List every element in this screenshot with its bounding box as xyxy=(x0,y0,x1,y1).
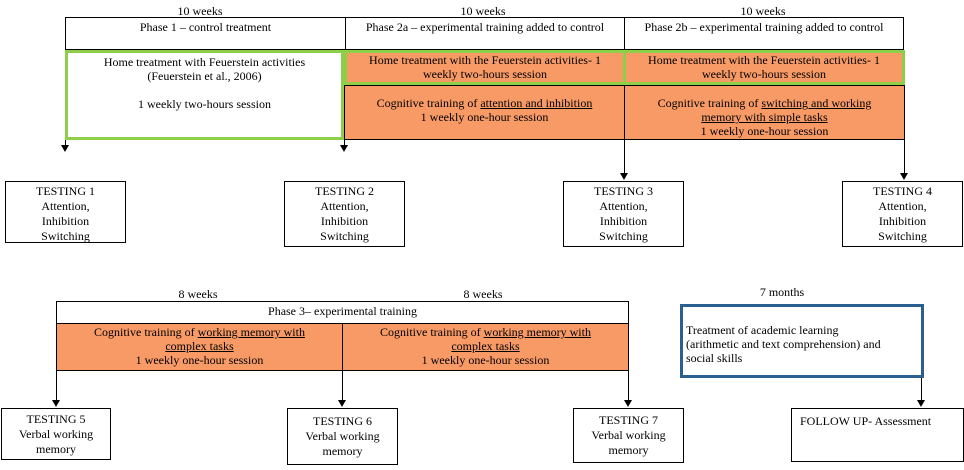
testing-3-line2: Inhibition xyxy=(599,214,648,228)
arrow-shaft-1 xyxy=(65,140,66,146)
duration-label-phase2a: 10 weeks xyxy=(460,4,506,18)
phase2b-cognitive-line2: memory with simple tasks xyxy=(701,110,828,124)
testing-4-title: TESTING 4 xyxy=(873,184,932,198)
phase2a-cognitive-line1: Cognitive training of attention and inhi… xyxy=(376,96,593,110)
phase3-title: Phase 3– experimental training xyxy=(268,304,417,318)
phase3a-cognitive-training: Cognitive training of working memory wit… xyxy=(56,323,343,371)
arrow-shaft-6 xyxy=(342,371,343,401)
academic-treatment-box: Treatment of academic learning (arithmet… xyxy=(680,304,924,378)
testing-1-line1: Attention, xyxy=(41,199,90,213)
phase2b-home-line1: Home treatment with the Feuerstein activ… xyxy=(648,53,880,67)
phase2a-title: Phase 2a – experimental training added t… xyxy=(365,20,605,34)
phase2a-cognitive-line2: 1 weekly one-hour session xyxy=(420,110,549,124)
followup-box: FOLLOW UP- Assessment xyxy=(791,408,964,462)
testing-6-box: TESTING 6 Verbal working memory xyxy=(287,408,398,465)
arrow-shaft-4 xyxy=(904,140,905,173)
testing-1-line2: Inhibition xyxy=(41,214,90,228)
phase1-home-treatment: Home treatment with Feuerstein activitie… xyxy=(65,50,344,140)
phase1-home-line3: 1 weekly two-hours session xyxy=(138,97,271,111)
duration-label-phase1: 10 weeks xyxy=(177,4,223,18)
phase2b-cognitive-line3: 1 weekly one-hour session xyxy=(700,124,829,138)
phase3a-cognitive-line1: Cognitive training of working memory wit… xyxy=(94,325,305,339)
testing-4-line2: Inhibition xyxy=(878,214,927,228)
phase2b-title: Phase 2b – experimental training added t… xyxy=(644,20,884,34)
arrow-head-8 xyxy=(917,400,925,407)
testing-6-title: TESTING 6 xyxy=(313,414,372,428)
phase1-home-line1: Home treatment with Feuerstein activitie… xyxy=(103,55,306,69)
academic-line3: social skills xyxy=(686,351,743,365)
testing-1-title: TESTING 1 xyxy=(36,184,95,198)
phase2a-header: Phase 2a – experimental training added t… xyxy=(345,17,625,50)
phase2b-header: Phase 2b – experimental training added t… xyxy=(624,17,904,50)
arrow-shaft-8 xyxy=(921,378,922,401)
phase1-title: Phase 1 – control treatment xyxy=(139,20,272,34)
phase2a-home-treatment: Home treatment with the Feuerstein activ… xyxy=(344,50,626,85)
testing-7-title: TESTING 7 xyxy=(599,413,658,427)
phase1-home-line2: (Feuerstein et al., 2006) xyxy=(147,69,262,83)
duration-label-followup: 7 months xyxy=(759,285,805,299)
duration-label-phase3a: 8 weeks xyxy=(178,287,218,301)
testing-3-line3: Switching xyxy=(599,229,648,243)
phase3b-cognitive-line2: complex tasks xyxy=(451,339,520,353)
phase3a-cognitive-line3: 1 weekly one-hour session xyxy=(135,353,264,367)
arrow-head-5 xyxy=(52,400,60,407)
phase2b-home-treatment: Home treatment with the Feuerstein activ… xyxy=(623,50,905,85)
arrow-shaft-2 xyxy=(344,140,345,146)
phase2b-cognitive-line1: Cognitive training of switching and work… xyxy=(657,96,872,110)
arrow-head-4 xyxy=(900,173,908,180)
phase3a-cognitive-line2: complex tasks xyxy=(165,339,234,353)
arrow-head-7 xyxy=(624,400,632,407)
testing-2-box: TESTING 2 Attention, Inhibition Switchin… xyxy=(284,181,405,247)
phase2a-cognitive-training: Cognitive training of attention and inhi… xyxy=(344,85,625,140)
phase2b-cognitive-training: Cognitive training of switching and work… xyxy=(624,85,905,140)
testing-1-line3: Switching xyxy=(41,229,90,243)
testing-5-box: TESTING 5 Verbal working memory xyxy=(1,408,111,460)
phase2a-home-line2: weekly two-hours session xyxy=(423,67,547,81)
testing-3-line1: Attention, xyxy=(599,199,648,213)
phase2b-home-line2: weekly two-hours session xyxy=(702,67,826,81)
testing-1-box: TESTING 1 Attention, Inhibition Switchin… xyxy=(5,181,126,243)
arrow-shaft-7 xyxy=(628,371,629,401)
academic-line1: Treatment of academic learning xyxy=(686,323,839,337)
testing-2-title: TESTING 2 xyxy=(315,184,374,198)
academic-line2: (arithmetic and text comprehension) and xyxy=(686,337,881,351)
testing-2-line1: Attention, xyxy=(320,199,369,213)
arrow-head-1 xyxy=(61,145,69,152)
arrow-head-3 xyxy=(620,173,628,180)
testing-7-box: TESTING 7 Verbal working memory xyxy=(573,408,684,463)
phase3b-cognitive-line1: Cognitive training of working memory wit… xyxy=(380,325,591,339)
followup-title: FOLLOW UP- Assessment xyxy=(800,414,932,428)
testing-7-line1: Verbal working xyxy=(591,428,666,442)
phase2a-home-line1: Home treatment with the Feuerstein activ… xyxy=(369,53,601,67)
testing-6-line2: memory xyxy=(322,444,363,458)
testing-5-line2: memory xyxy=(36,442,76,456)
duration-label-phase3b: 8 weeks xyxy=(463,287,503,301)
phase3b-cognitive-training: Cognitive training of working memory wit… xyxy=(342,323,629,371)
testing-6-line1: Verbal working xyxy=(305,429,380,443)
testing-2-line2: Inhibition xyxy=(320,214,369,228)
testing-5-title: TESTING 5 xyxy=(26,412,86,426)
phase3-header: Phase 3– experimental training xyxy=(56,301,629,324)
arrow-head-6 xyxy=(338,400,346,407)
testing-5-line1: Verbal working xyxy=(18,427,94,441)
testing-2-line3: Switching xyxy=(320,229,369,243)
arrow-shaft-3 xyxy=(624,140,625,173)
phase1-header: Phase 1 – control treatment xyxy=(65,17,346,50)
phase3b-cognitive-line3: 1 weekly one-hour session xyxy=(421,353,550,367)
arrow-shaft-5 xyxy=(56,371,57,401)
testing-4-line3: Switching xyxy=(878,229,927,243)
arrow-head-2 xyxy=(340,145,348,152)
testing-4-box: TESTING 4 Attention, Inhibition Switchin… xyxy=(842,181,963,247)
testing-3-title: TESTING 3 xyxy=(594,184,653,198)
testing-7-line2: memory xyxy=(608,443,649,457)
duration-label-phase2b: 10 weeks xyxy=(740,4,786,18)
testing-3-box: TESTING 3 Attention, Inhibition Switchin… xyxy=(563,181,684,247)
testing-4-line1: Attention, xyxy=(878,199,927,213)
